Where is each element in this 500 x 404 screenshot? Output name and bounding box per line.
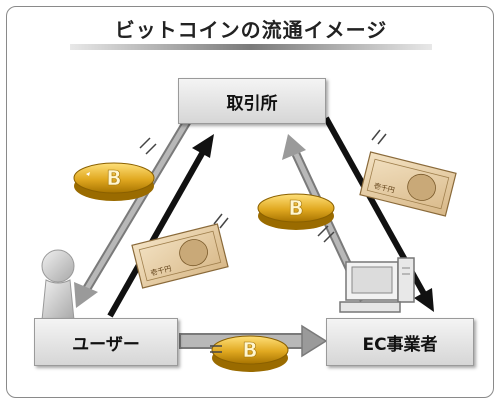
merchant-node: EC事業者 <box>326 318 474 366</box>
coin-motion-lines <box>139 137 335 353</box>
arrow-exchange-to-user <box>74 117 192 308</box>
bitcoin-coin-icon: B <box>211 335 289 372</box>
user-node: ユーザー <box>34 318 178 366</box>
coin-symbol: B <box>288 196 303 220</box>
banknote-motion-lines <box>213 129 387 229</box>
coin-symbol: B <box>106 166 121 190</box>
exchange-label: 取引所 <box>226 93 278 114</box>
computer-icon <box>339 257 415 313</box>
title-block: ビットコインの流通イメージ <box>70 14 432 50</box>
coin-symbol: B <box>242 338 257 362</box>
user-label: ユーザー <box>72 334 140 355</box>
bitcoin-coin-icon: B <box>73 162 155 201</box>
person-icon <box>41 249 75 321</box>
bitcoin-coin-icon: B <box>257 193 335 230</box>
exchange-node: 取引所 <box>178 78 326 124</box>
merchant-label: EC事業者 <box>362 334 438 355</box>
banknote-icon: 壱千円 <box>359 151 457 217</box>
title-underline <box>70 44 432 50</box>
banknote-icon: 壱千円 <box>131 223 229 289</box>
diagram-title: ビットコインの流通イメージ <box>114 18 388 42</box>
arrow-user-to-exchange <box>107 134 214 318</box>
